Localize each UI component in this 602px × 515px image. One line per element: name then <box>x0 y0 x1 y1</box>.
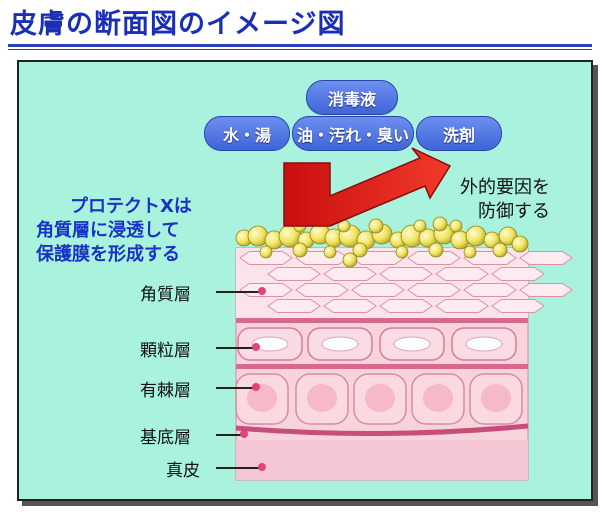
basal-membrane <box>235 423 529 437</box>
corneum-cell <box>379 267 433 281</box>
protective-droplets <box>235 216 529 268</box>
protective-droplet <box>395 245 409 259</box>
granular-nucleus <box>465 336 503 352</box>
protective-droplet <box>413 219 427 233</box>
corneum-cell <box>519 283 573 297</box>
protective-droplet <box>428 242 444 258</box>
callout-line-3: 保護膜を形成する <box>36 244 180 265</box>
protective-droplet <box>465 225 487 247</box>
corneum-cell <box>407 283 461 297</box>
membrane-line-2 <box>236 364 528 369</box>
leader-stratum-spinosum <box>216 387 256 389</box>
threat-oil-dirt-pill: 油・汚れ・臭い <box>292 116 414 151</box>
corneum-cell <box>323 299 377 313</box>
spinous-nucleus <box>247 384 277 412</box>
corneum-cell <box>519 251 573 265</box>
title-underline-thin <box>8 49 592 50</box>
corneum-cell <box>379 299 433 313</box>
corneum-cell <box>295 283 349 297</box>
threat-water-pill: 水・湯 <box>204 116 290 151</box>
leader-stratum-granulosum <box>216 347 256 349</box>
callout-line-1: プロテクトXは <box>70 196 192 217</box>
title-underline <box>8 44 592 47</box>
protective-droplet <box>292 242 308 258</box>
granular-nucleus <box>393 336 431 352</box>
granular-cells <box>237 327 517 361</box>
spinous-nucleus <box>307 384 337 412</box>
marker-stratum-granulosum <box>252 343 260 351</box>
protective-droplet <box>449 219 463 233</box>
skin-cross-section <box>235 247 573 481</box>
protective-droplet <box>463 245 477 259</box>
corneum-cell <box>435 299 489 313</box>
label-dermis: 真皮 <box>166 461 200 481</box>
corneum-cell <box>267 299 321 313</box>
corneum-cell <box>463 283 517 297</box>
threat-detergent-pill: 洗剤 <box>416 116 502 151</box>
leader-stratum-basale <box>216 434 244 436</box>
callout-line-2: 角質層に浸透して <box>36 220 180 241</box>
spinous-nucleus <box>423 384 453 412</box>
marker-dermis <box>258 463 266 471</box>
corneum-cell <box>351 283 405 297</box>
defense-text-line-1: 外的要因を <box>460 177 550 198</box>
corneum-cell <box>491 267 545 281</box>
corneum-cell <box>267 267 321 281</box>
corneum-cell <box>323 267 377 281</box>
corneum-cell <box>435 267 489 281</box>
marker-stratum-spinosum <box>252 383 260 391</box>
protective-droplet <box>368 218 384 234</box>
protective-droplet <box>259 245 273 259</box>
protective-droplet <box>432 216 448 232</box>
spinous-nucleus <box>481 384 511 412</box>
granular-nucleus <box>321 336 359 352</box>
threat-disinfectant-pill: 消毒液 <box>306 80 398 115</box>
label-stratum-basale: 基底層 <box>140 428 191 448</box>
marker-stratum-corneum <box>258 287 266 295</box>
leader-dermis <box>216 467 262 469</box>
spinous-nucleus <box>365 384 395 412</box>
dermis-area <box>236 440 528 480</box>
corneum-cell <box>239 283 293 297</box>
protective-droplet <box>492 242 508 258</box>
protective-droplet <box>342 252 358 268</box>
protective-droplet <box>352 242 368 258</box>
membrane-line-1 <box>236 318 528 323</box>
label-stratum-granulosum: 顆粒層 <box>140 341 191 361</box>
leader-stratum-corneum <box>216 291 262 293</box>
page-title: 皮膚の断面図のイメージ図 <box>10 9 346 40</box>
protective-droplet <box>323 245 337 259</box>
corneum-cell <box>491 299 545 313</box>
protective-droplet <box>511 235 529 253</box>
label-stratum-corneum: 角質層 <box>140 285 191 305</box>
spinous-cells <box>235 373 523 425</box>
label-stratum-spinosum: 有棘層 <box>140 381 191 401</box>
marker-stratum-basale <box>240 430 248 438</box>
protective-droplet <box>247 225 269 247</box>
corneum-cell <box>407 251 461 265</box>
defense-arrow <box>283 147 452 227</box>
defense-text-line-2: 防御する <box>478 201 550 222</box>
